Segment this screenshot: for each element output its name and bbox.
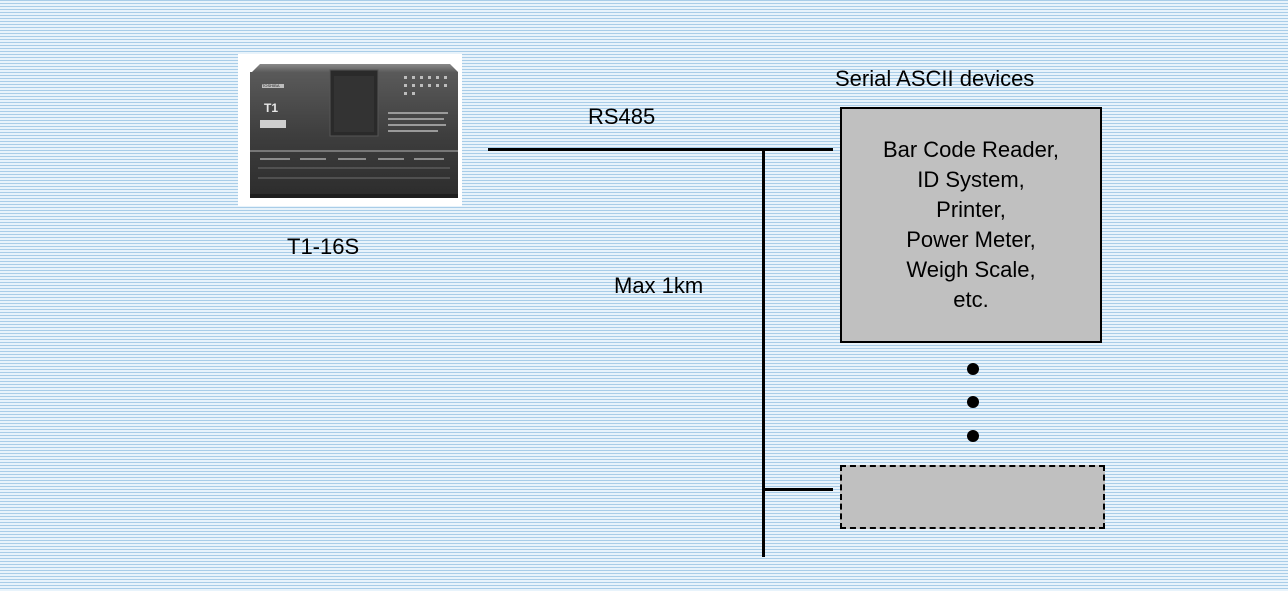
serial-devices-title: Serial ASCII devices bbox=[835, 66, 1035, 91]
plc-model-label: T1-16S bbox=[287, 234, 360, 259]
serial-device-box: Bar Code Reader, ID System, Printer, Pow… bbox=[840, 107, 1102, 343]
plc-image: TOSHIBA T1 bbox=[238, 54, 462, 206]
device-item: Power Meter, bbox=[906, 227, 1036, 252]
serial-device-list: Bar Code Reader, ID System, Printer, Pow… bbox=[883, 135, 1059, 315]
additional-device-box bbox=[840, 465, 1105, 529]
rs485-bus-line bbox=[762, 148, 765, 557]
max-distance-label: Max 1km bbox=[614, 273, 704, 298]
ellipsis-dot bbox=[967, 396, 979, 408]
rs485-trunk-line bbox=[488, 148, 833, 151]
plc-device-illustration: TOSHIBA T1 bbox=[238, 54, 462, 206]
plc-brand-text: TOSHIBA bbox=[262, 83, 280, 88]
device-item: etc. bbox=[953, 287, 989, 312]
rs485-label: RS485 bbox=[588, 104, 656, 129]
device-item: Weigh Scale, bbox=[906, 257, 1036, 282]
device-item: Printer, bbox=[936, 197, 1006, 222]
ellipsis-dot bbox=[967, 430, 979, 442]
rs485-branch-line bbox=[762, 488, 833, 491]
device-item: Bar Code Reader, bbox=[882, 137, 1060, 162]
ellipsis-dot bbox=[967, 363, 979, 375]
device-item: ID System, bbox=[917, 167, 1025, 192]
plc-model-badge: T1 bbox=[264, 101, 278, 115]
